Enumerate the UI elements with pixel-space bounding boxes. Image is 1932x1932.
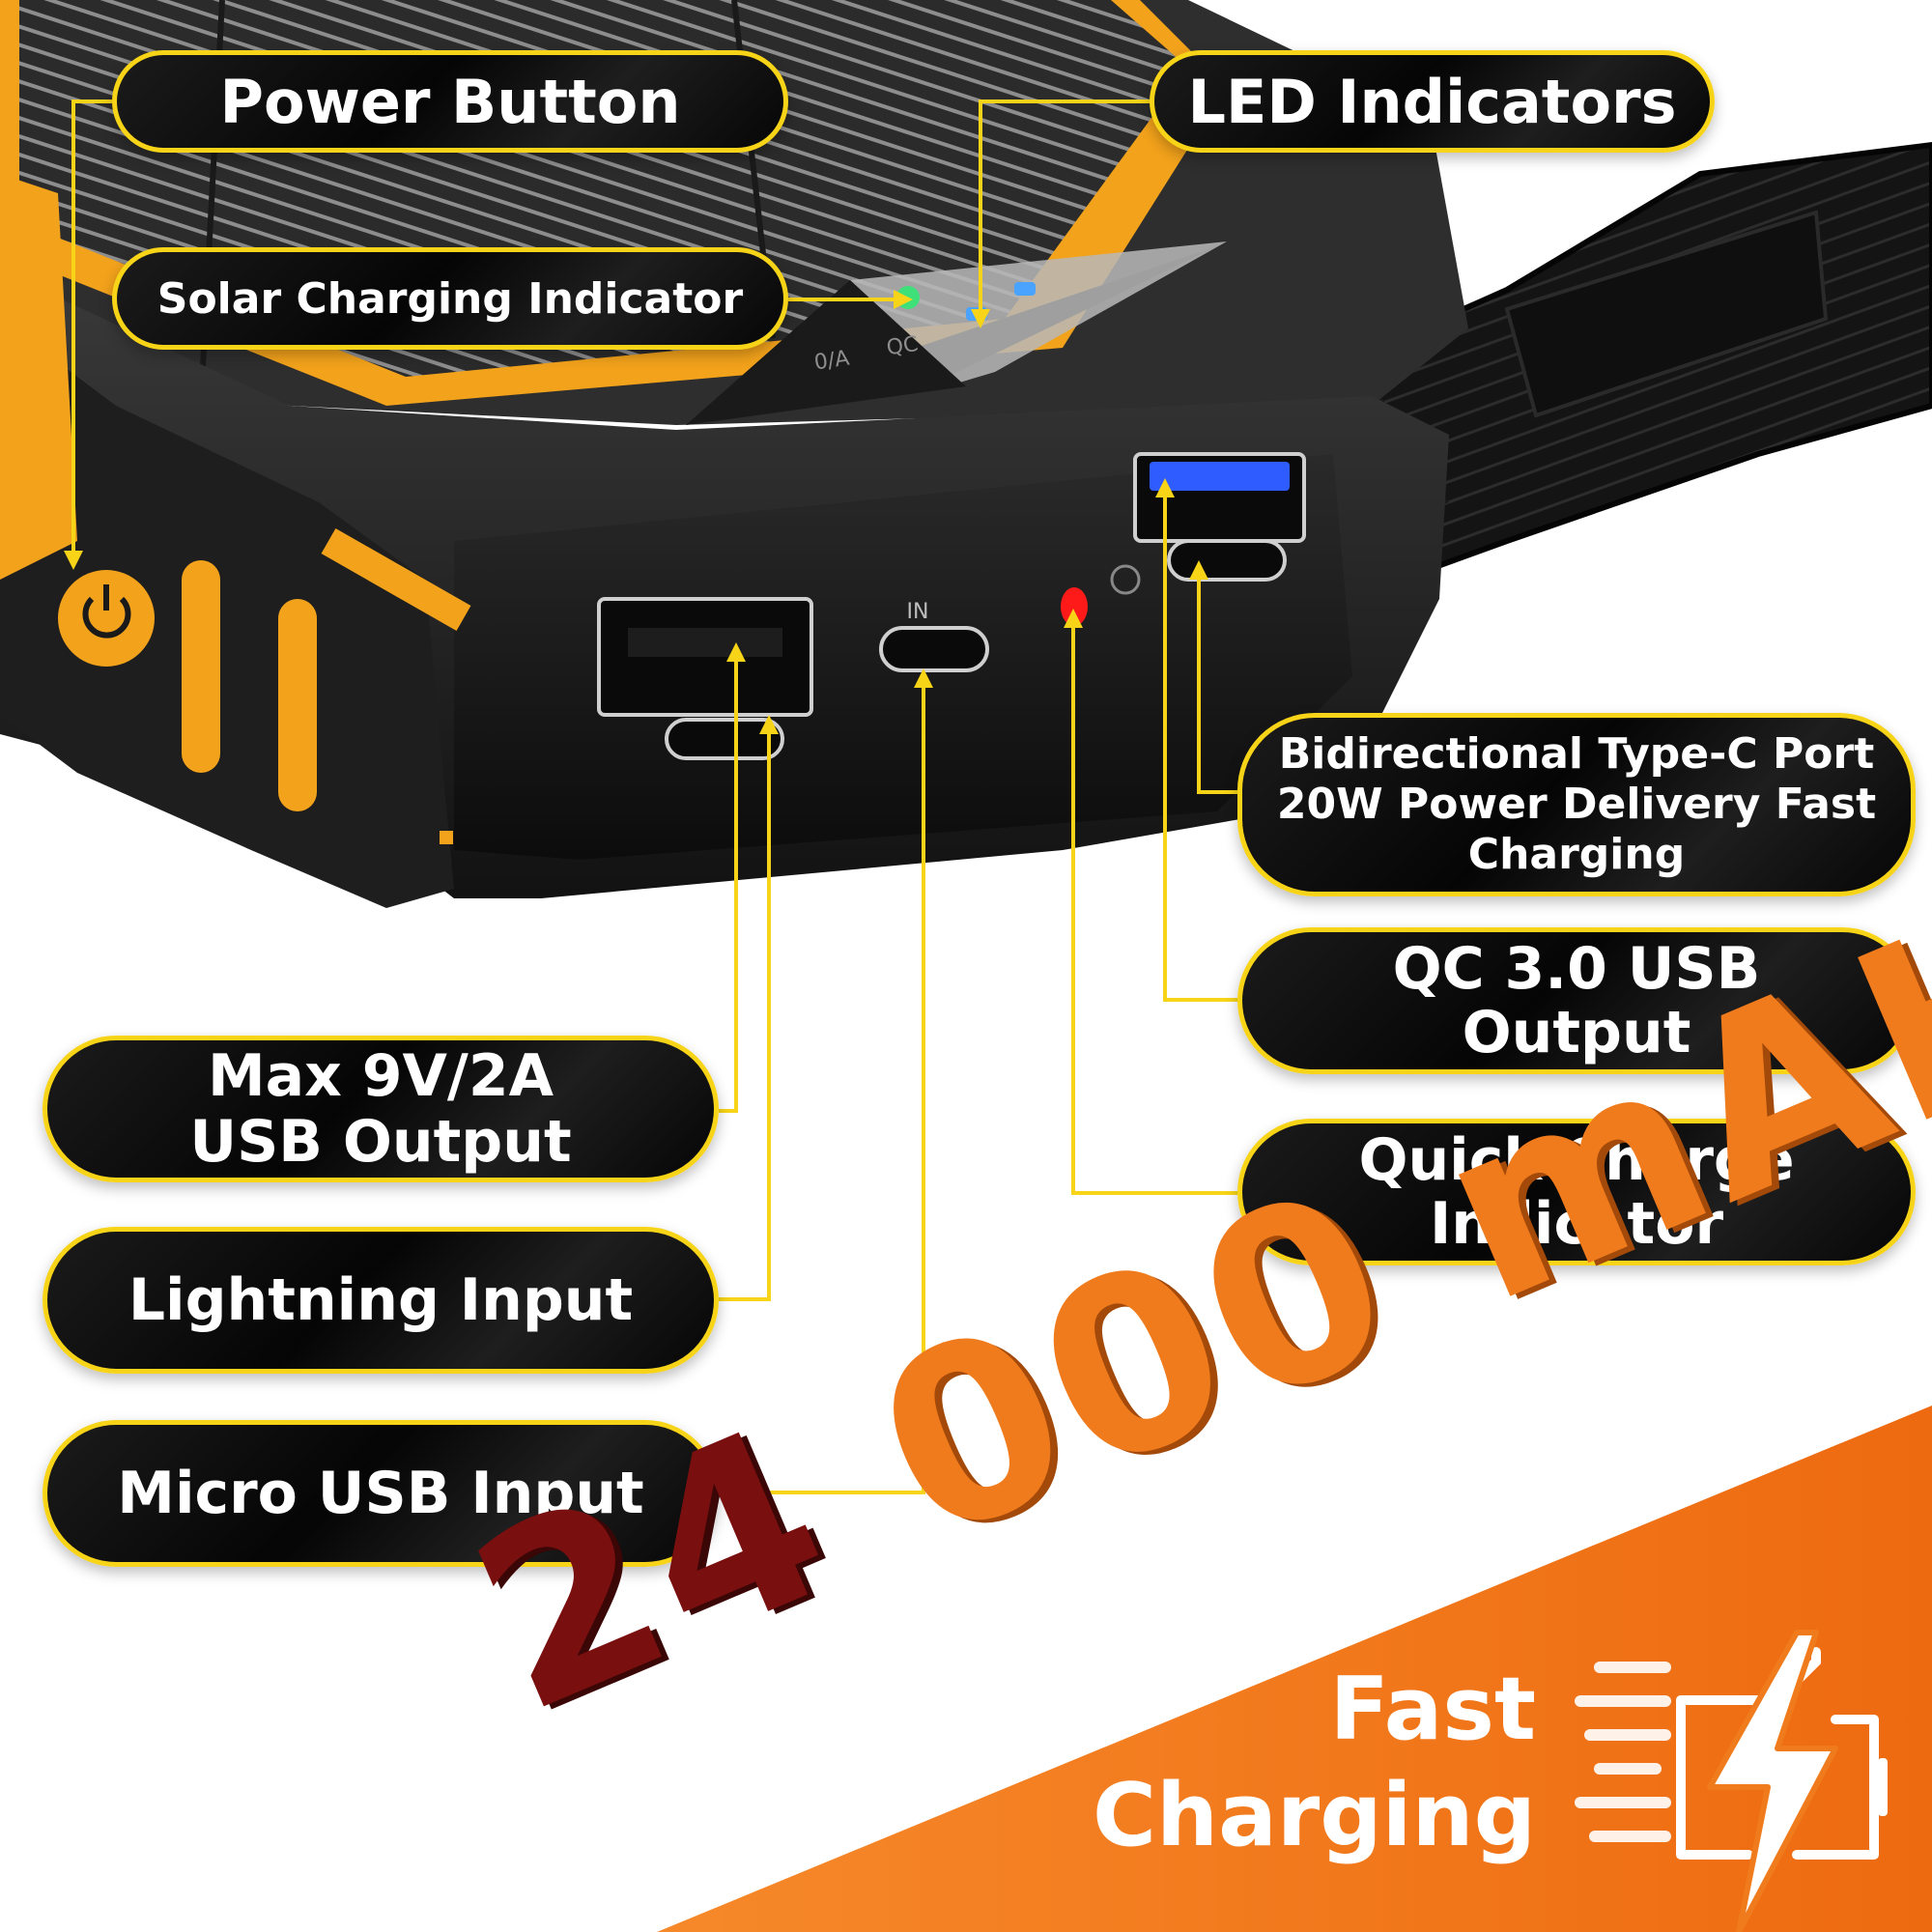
port-cluster	[597, 452, 1306, 760]
connector-quick-charge	[1071, 628, 1237, 1195]
connector-qc-usb	[1163, 497, 1237, 1002]
micro-usb-label: Micro USB Input	[117, 1460, 644, 1527]
side-vent-icon	[278, 599, 317, 811]
side-vent-icon	[182, 560, 220, 773]
lightning-battery-icon	[1575, 1630, 1888, 1932]
solar-indicator-callout: Solar Charging Indicator	[112, 247, 788, 350]
typec-callout: Bidirectional Type-C Port 20W Power Deli…	[1237, 713, 1916, 896]
qc-usb-label: QC 3.0 USB Output	[1392, 935, 1761, 1066]
micro-usb-callout: Micro USB Input	[43, 1420, 719, 1567]
led-panel	[686, 242, 1227, 425]
typec-label: Bidirectional Type-C Port 20W Power Deli…	[1276, 729, 1877, 879]
in-port-label: IN	[907, 600, 929, 624]
connector-power-button	[71, 99, 112, 551]
usb-output-label: Max 9V/2A USB Output	[189, 1042, 572, 1176]
connector-micro-usb	[719, 688, 925, 1494]
led-label: 0/A	[812, 347, 851, 376]
led-indicators-label: LED Indicators	[1187, 66, 1677, 137]
lightning-input-label: Lightning Input	[128, 1266, 634, 1334]
charging-label: Charging	[1092, 1765, 1536, 1866]
lightning-input-callout: Lightning Input	[43, 1227, 719, 1374]
connector-arrows	[64, 290, 1208, 734]
typec-port-icon	[1167, 539, 1287, 582]
connector-lightning	[719, 734, 771, 1301]
qc-usb-callout: QC 3.0 USB Output	[1237, 927, 1916, 1074]
power-button-label: Power Button	[219, 66, 681, 137]
connector-lines	[71, 99, 1237, 1494]
lightning-port-icon	[665, 718, 784, 760]
quick-charge-callout: Quick Charge Indicator	[1237, 1119, 1916, 1265]
connector-led-indicators	[979, 99, 1150, 309]
led-label: QC	[885, 332, 920, 360]
connector-typec	[1197, 580, 1237, 794]
led-blue-icon	[1014, 282, 1036, 296]
solar-indicator-label: Solar Charging Indicator	[156, 273, 744, 324]
led-indicators-callout: LED Indicators	[1150, 50, 1715, 153]
power-button-callout: Power Button	[112, 50, 788, 153]
quick-charge-label: Quick Charge Indicator	[1358, 1126, 1795, 1258]
fast-label: Fast	[1329, 1659, 1536, 1760]
usb-output-callout: Max 9V/2A USB Output	[43, 1036, 719, 1182]
connector-usb-output	[719, 662, 738, 1113]
power-button-icon	[58, 570, 155, 667]
quick-charge-led-icon	[1061, 587, 1088, 626]
micro-usb-port-icon	[879, 626, 989, 672]
